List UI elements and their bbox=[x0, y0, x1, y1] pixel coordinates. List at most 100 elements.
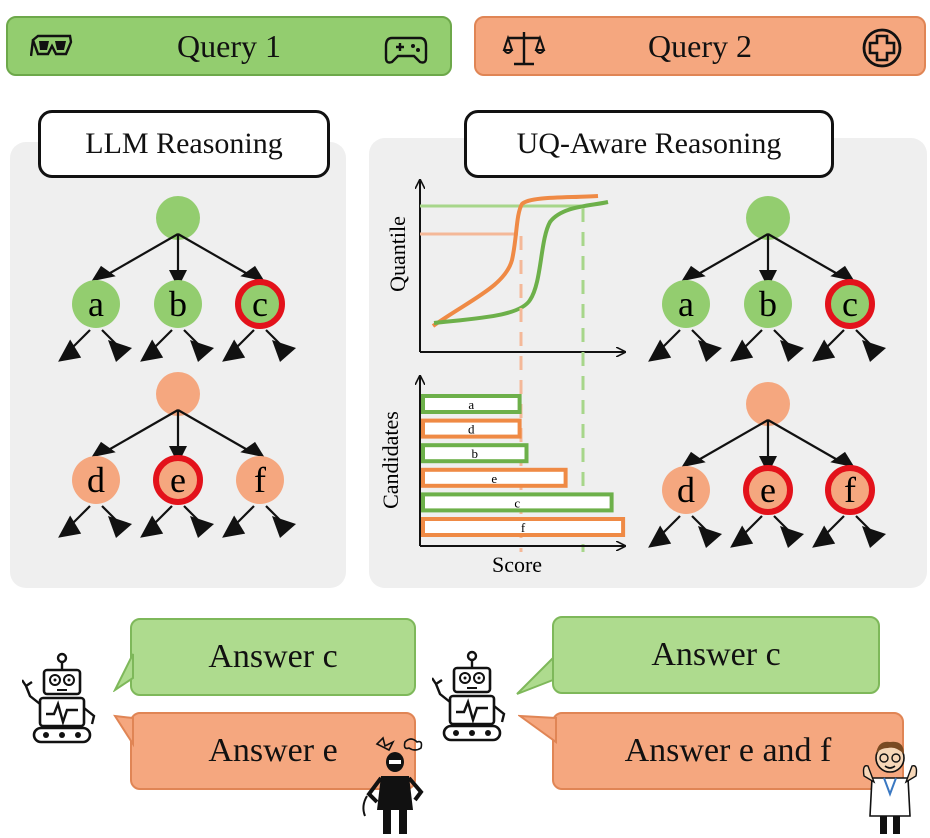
tree-leaf-edge bbox=[743, 329, 763, 349]
tree-leaf-edge bbox=[71, 329, 91, 349]
tree-arrowhead bbox=[169, 270, 187, 288]
tree-node-a bbox=[662, 280, 710, 328]
tree-leaf-arrowhead bbox=[272, 516, 296, 538]
tree-node-c bbox=[235, 279, 285, 329]
tree-edge bbox=[104, 409, 179, 453]
llm-answer-orange-bubble: Answer e bbox=[130, 712, 416, 790]
tree-node-label: f bbox=[254, 460, 266, 500]
score-y-label: Candidates bbox=[378, 411, 403, 509]
bubble-tail bbox=[113, 714, 134, 748]
tree-arrowhead bbox=[830, 451, 855, 468]
tree-leaf-edge bbox=[825, 515, 845, 535]
tree-leaf-arrowhead bbox=[140, 515, 164, 538]
tree-leaf-arrowhead bbox=[140, 339, 164, 362]
uq-answer-green-bubble: Answer c bbox=[552, 616, 880, 694]
tree-node-f bbox=[825, 465, 875, 515]
uq-answer-orange-text: Answer e and f bbox=[624, 732, 832, 769]
llm-answer-green-text: Answer c bbox=[208, 638, 338, 675]
tree-leaf-arrowhead bbox=[272, 340, 296, 362]
robot-icon-left bbox=[22, 652, 96, 744]
quantile-y-label: Quantile bbox=[385, 216, 410, 292]
tree-leaf-arrowhead bbox=[812, 339, 836, 362]
tree-node-f bbox=[236, 456, 284, 504]
score-bar-label: f bbox=[521, 520, 526, 535]
score-bar-e bbox=[421, 467, 568, 488]
tree-leaf-arrowhead bbox=[730, 339, 754, 362]
tree-leaf-arrowhead bbox=[108, 340, 132, 362]
green-quantile-curve bbox=[433, 200, 609, 325]
score-x-label: Score bbox=[492, 552, 542, 577]
tree-arrowhead bbox=[240, 265, 265, 282]
gamepad-icon bbox=[384, 36, 428, 64]
tree-node-e bbox=[743, 465, 793, 515]
tree-arrowhead bbox=[830, 265, 855, 282]
tree-arrowhead bbox=[681, 451, 706, 468]
tree-leaf-arrowhead bbox=[698, 526, 722, 548]
tree-arrowhead bbox=[759, 270, 777, 288]
tree-node-label: e bbox=[760, 470, 776, 510]
tree-leaf-arrowhead bbox=[780, 340, 804, 362]
score-bar-label: a bbox=[468, 397, 474, 412]
query-1-bar: Query 1 bbox=[6, 16, 452, 76]
tree-edge bbox=[767, 233, 842, 277]
llm-reasoning-title: LLM Reasoning bbox=[38, 110, 330, 178]
llm-answer-green-bubble: Answer c bbox=[130, 618, 416, 696]
tree-leaf-arrowhead bbox=[222, 339, 246, 362]
tree-leaf-edge bbox=[235, 505, 255, 525]
tree-edge bbox=[177, 409, 252, 453]
reasoning-tree: a b c bbox=[648, 196, 886, 362]
tree-node-label: b bbox=[759, 284, 777, 324]
tree-leaf-arrowhead bbox=[780, 526, 804, 548]
tree-leaf-arrowhead bbox=[190, 516, 214, 538]
robot-icon-right bbox=[432, 650, 506, 742]
tree-node-label: a bbox=[88, 284, 104, 324]
tree-leaf-edge bbox=[661, 515, 681, 535]
uq-reasoning-title: UQ-Aware Reasoning bbox=[464, 110, 834, 178]
uq-answer-orange-bubble: Answer e and f bbox=[552, 712, 904, 790]
tree-leaf-arrowhead bbox=[222, 515, 246, 538]
tree-leaf-arrowhead bbox=[58, 515, 82, 538]
tree-node-e bbox=[153, 455, 203, 505]
tree-leaf-edge bbox=[235, 329, 255, 349]
tree-node-label: c bbox=[842, 284, 858, 324]
orange-quantile-curve bbox=[431, 194, 599, 328]
tree-leaf-arrowhead bbox=[862, 340, 886, 362]
tree-edge bbox=[767, 419, 842, 463]
tree-edge bbox=[694, 419, 769, 463]
query-2-bar: Query 2 bbox=[474, 16, 926, 76]
3d-glasses-icon bbox=[30, 34, 73, 57]
uq-answer-green-text: Answer c bbox=[651, 636, 781, 673]
tree-leaf-arrowhead bbox=[730, 525, 754, 548]
tree-node-label: a bbox=[678, 284, 694, 324]
tree-leaf-edge bbox=[743, 515, 763, 535]
bubble-tail bbox=[516, 656, 554, 695]
tree-node-label: d bbox=[677, 470, 695, 510]
tree-node-label: d bbox=[87, 460, 105, 500]
tree-arrowhead bbox=[240, 441, 265, 458]
tree-arrowhead bbox=[681, 265, 706, 282]
score-bar-a bbox=[421, 394, 522, 414]
score-bar-f bbox=[421, 517, 626, 537]
bubble-tail bbox=[113, 653, 134, 692]
tree-node-b bbox=[154, 280, 202, 328]
tree-leaf-arrowhead bbox=[190, 340, 214, 362]
tree-leaf-edge bbox=[661, 329, 681, 349]
tree-node-a bbox=[72, 280, 120, 328]
tree-edge bbox=[104, 233, 179, 277]
query-1-label: Query 1 bbox=[177, 27, 281, 64]
llm-answer-orange-text: Answer e bbox=[208, 732, 338, 769]
tree-edge bbox=[694, 233, 769, 277]
bubble-tail bbox=[518, 714, 557, 744]
tree-leaf-arrowhead bbox=[648, 339, 672, 362]
tree-root-node bbox=[156, 372, 200, 416]
medical-cross-icon bbox=[862, 28, 902, 68]
tree-leaf-edge bbox=[825, 329, 845, 349]
score-bar-label: e bbox=[491, 471, 497, 486]
tree-leaf-edge bbox=[71, 505, 91, 525]
tree-node-label: c bbox=[252, 284, 268, 324]
score-bar-label: c bbox=[514, 495, 520, 510]
